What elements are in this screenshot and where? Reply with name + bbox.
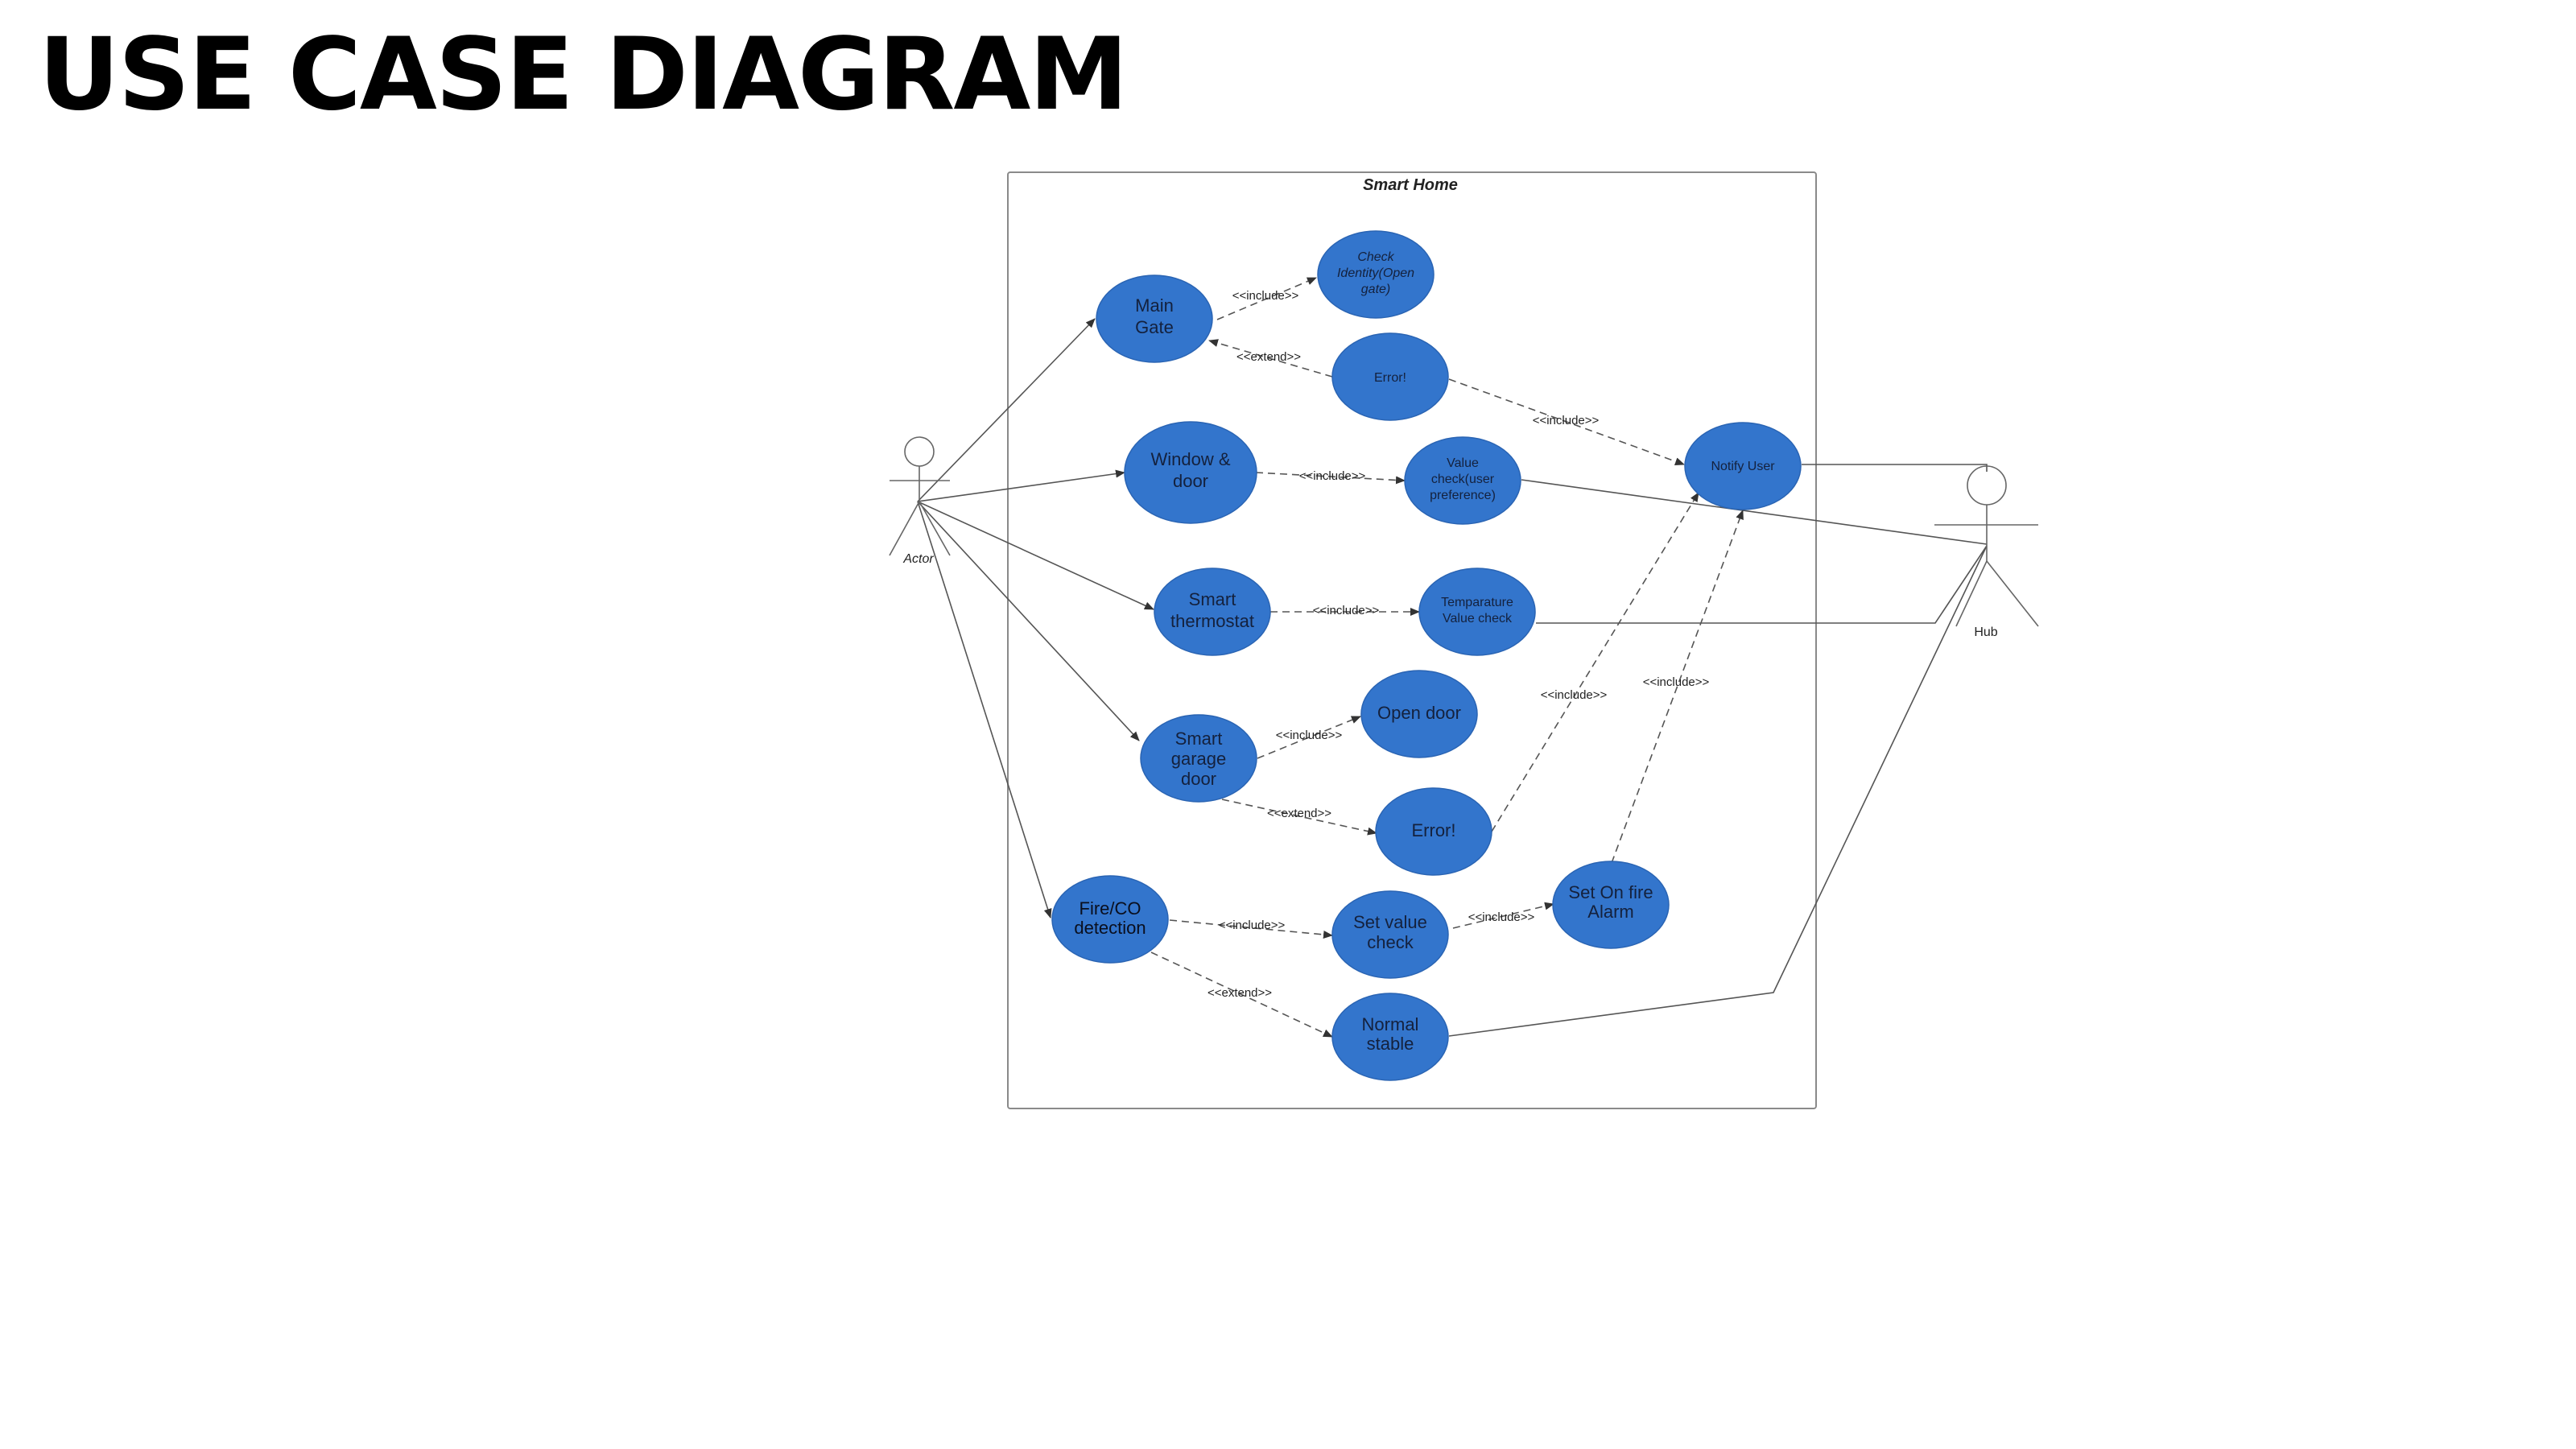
use-case-set-value-check-line2: check (1367, 932, 1414, 952)
use-case-error-garage-line1: Error! (1412, 820, 1456, 840)
use-case-main-gate-line2: Gate (1135, 317, 1174, 337)
assoc-actor-main-gate (917, 318, 1096, 502)
use-case-main-gate-line1: Main (1135, 295, 1174, 316)
use-case-check-identity-line2: Identity(Open (1337, 266, 1414, 280)
use-case-smart-thermostat-line2: thermostat (1170, 611, 1254, 631)
use-case-window-door: Window & door (1124, 421, 1257, 524)
use-case-notify-user-line1: Notify User (1711, 460, 1775, 473)
use-case-fire-co-detection: Fire/CO detection (1051, 875, 1169, 964)
dep-garage-error (1221, 799, 1377, 836)
dep-fire-set-value (1169, 919, 1333, 939)
use-case-normal-stable-line2: stable (1367, 1034, 1414, 1054)
use-case-smart-garage-door-line3: door (1181, 769, 1216, 789)
dep-label-include-error-notify: <<include>> (1533, 414, 1600, 427)
actor-stick-figure: Actor (889, 436, 951, 566)
use-case-smart-garage-door-line1: Smart (1175, 729, 1223, 749)
assoc-hub-value-check (1521, 479, 1988, 545)
dep-label-include-error2-notify: <<include>> (1541, 688, 1608, 702)
use-case-fire-co-line1: Fire/CO (1080, 898, 1141, 919)
actor-label: Actor (902, 552, 934, 566)
use-case-open-door-line1: Open door (1377, 703, 1461, 723)
assoc-hub-notify-user (1802, 464, 1988, 472)
assoc-actor-thermostat (917, 501, 1154, 610)
use-case-normal-stable-line1: Normal (1362, 1014, 1419, 1034)
dep-label-extend-fire: <<extend>> (1208, 986, 1272, 1000)
actor-associations (917, 318, 1154, 919)
use-case-main-gate: Main Gate (1096, 275, 1213, 363)
use-case-set-fire-alarm-line1: Set On fire (1568, 882, 1653, 902)
use-case-value-check-line1: Value (1447, 456, 1479, 470)
dep-label-include-gate: <<include>> (1232, 289, 1299, 303)
hub-associations (1448, 464, 1988, 1037)
use-case-temperature-check-line1: Temparature (1441, 596, 1513, 609)
use-case-temperature-check: Temparature Value check (1418, 568, 1536, 656)
use-case-value-check: Value check(user preference) (1404, 436, 1521, 525)
assoc-hub-temperature-check (1536, 545, 1988, 624)
dep-label-extend-garage: <<extend>> (1267, 807, 1331, 820)
use-case-smart-thermostat: Smart thermostat (1154, 568, 1271, 656)
use-case-check-identity: Check Identity(Open gate) (1317, 230, 1435, 319)
system-boundary-label: Smart Home (1363, 176, 1458, 194)
dep-error-main-gate (1208, 339, 1333, 378)
use-case-set-value-check-line1: Set value (1353, 912, 1427, 932)
dep-label-extend-gate: <<extend>> (1236, 350, 1301, 364)
dep-label-include-garage: <<include>> (1276, 729, 1343, 742)
slide-title: USE CASE DIAGRAM (39, 17, 1129, 133)
use-case-value-check-line2: check(user (1431, 473, 1495, 486)
use-case-window-door-line1: Window & (1150, 449, 1230, 469)
dep-label-include-thermostat: <<include>> (1313, 604, 1380, 617)
use-case-window-door-line2: door (1173, 471, 1208, 491)
dep-error-notify-user (1448, 378, 1685, 465)
dep-fire-normal-stable (1150, 952, 1333, 1038)
use-case-notify-user: Notify User (1684, 422, 1802, 510)
use-case-error-gate-line1: Error! (1374, 371, 1406, 385)
use-case-check-identity-line1: Check (1357, 250, 1394, 264)
assoc-actor-garage (917, 501, 1140, 741)
dep-label-include-alarm-notify: <<include>> (1643, 675, 1710, 689)
dep-alarm-notify-user (1611, 510, 1744, 864)
hub-label: Hub (1974, 625, 1997, 639)
assoc-actor-fire (917, 501, 1052, 919)
assoc-actor-window-door (917, 469, 1125, 502)
use-case-check-identity-line3: gate) (1361, 283, 1390, 296)
use-case-set-value-check: Set value check (1331, 890, 1449, 979)
use-case-set-fire-alarm-line2: Alarm (1587, 902, 1633, 922)
use-case-fire-co-line2: detection (1074, 918, 1146, 938)
use-case-temperature-check-line2: Value check (1443, 612, 1513, 625)
use-case-smart-thermostat-line1: Smart (1189, 589, 1236, 609)
use-case-open-door: Open door (1360, 670, 1478, 758)
use-case-smart-garage-door-line2: garage (1171, 749, 1227, 769)
dep-set-value-alarm (1452, 902, 1554, 929)
dependencies: <<include>> <<extend>> <<include>> <<inc… (1150, 277, 1744, 1038)
dep-label-include-window: <<include>> (1299, 469, 1366, 483)
use-case-error-garage: Error! (1375, 787, 1492, 876)
dep-window-value-check (1255, 472, 1406, 485)
system-boundary (1007, 171, 1817, 1109)
use-case-error-gate: Error! (1331, 332, 1449, 421)
dep-label-include-fire: <<include>> (1219, 919, 1286, 932)
dep-error2-notify-user (1491, 492, 1699, 832)
use-case-smart-garage-door: Smart garage door (1140, 714, 1257, 803)
dep-garage-open-door (1257, 716, 1361, 759)
assoc-hub-normal-stable (1448, 545, 1988, 1037)
hub-stick-figure: Hub (1934, 465, 2039, 639)
use-case-value-check-line3: preference) (1430, 489, 1496, 502)
use-case-set-fire-alarm: Set On fire Alarm (1552, 861, 1670, 949)
dep-main-gate-check-identity (1216, 277, 1317, 320)
use-case-normal-stable: Normal stable (1331, 993, 1449, 1081)
dep-label-include-alarm: <<include>> (1468, 910, 1535, 924)
